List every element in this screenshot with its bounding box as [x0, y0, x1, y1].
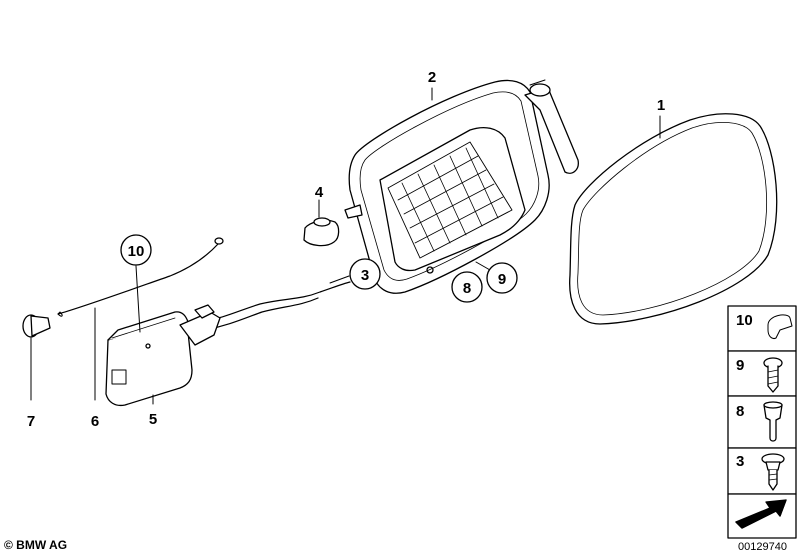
release-cable: [57, 237, 224, 401]
callout-2: 2: [428, 69, 436, 86]
clip-icon: [767, 314, 793, 339]
callout-1: 1: [657, 97, 665, 114]
callout-9: 9: [498, 271, 506, 288]
copyright-label: © BMW AG: [4, 538, 68, 552]
fuel-filler-housing: [344, 79, 579, 294]
callout-10: 10: [128, 243, 145, 260]
callout-6: 6: [91, 413, 99, 430]
panel-label-8: 8: [736, 403, 744, 420]
callout-7: 7: [27, 413, 35, 430]
next-arrow-icon: [735, 499, 787, 529]
screw-icon: [763, 357, 783, 393]
washer-screw-icon: [761, 453, 785, 491]
callout-8: 8: [463, 280, 471, 297]
callout-3: 3: [361, 267, 369, 284]
actuator-drive: [105, 304, 221, 407]
diagram-id-label: 00129740: [738, 541, 787, 553]
push-rivet-part: [22, 314, 51, 401]
plug-icon: [763, 401, 783, 442]
callout-5: 5: [149, 411, 157, 428]
side-panel: [727, 305, 797, 539]
fuel-filler-flap: [569, 113, 778, 325]
panel-label-10: 10: [736, 312, 753, 329]
callout-4: 4: [315, 184, 324, 201]
buffer-stop-part: [303, 199, 340, 247]
panel-label-3: 3: [736, 453, 744, 470]
panel-label-9: 9: [736, 357, 744, 374]
